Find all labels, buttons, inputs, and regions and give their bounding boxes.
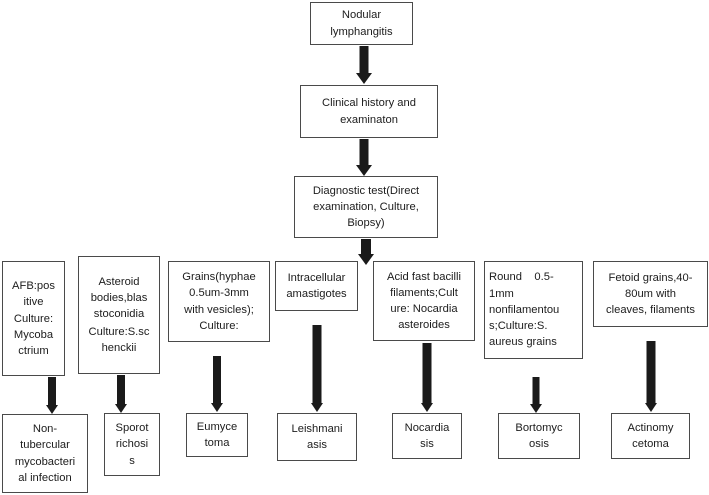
arrow-grains-hyphae-to-eumycetoma: [207, 356, 227, 412]
arrow-root-to-history: [353, 46, 375, 84]
arrow-amastigotes-to-leishmaniasis: [307, 325, 327, 412]
arrow-history-to-diagnostic: [353, 139, 375, 176]
node-clinical-history[interactable]: Clinical history and examinaton: [300, 85, 438, 138]
arrow-fetoid-to-actinomycetoma: [641, 341, 661, 412]
node-nodular-lymphangitis[interactable]: Nodular lymphangitis: [310, 2, 413, 45]
arrow-acid-fast-to-nocardiasis: [417, 343, 437, 412]
arrow-asteroid-to-sporotrichosis: [111, 375, 131, 413]
node-diagnostic-test[interactable]: Diagnostic test(Direct examination, Cult…: [294, 176, 438, 238]
node-label: Nodular lymphangitis: [330, 9, 393, 38]
node-label: Clinical history and examinaton: [322, 97, 416, 126]
arrow-diagnostic-to-branches: [355, 239, 377, 265]
arrow-round-to-bortomycosis: [527, 377, 545, 413]
arrow-afb-to-outcome: [42, 377, 62, 414]
node-label: Diagnostic test(Direct examination, Cult…: [312, 184, 420, 230]
